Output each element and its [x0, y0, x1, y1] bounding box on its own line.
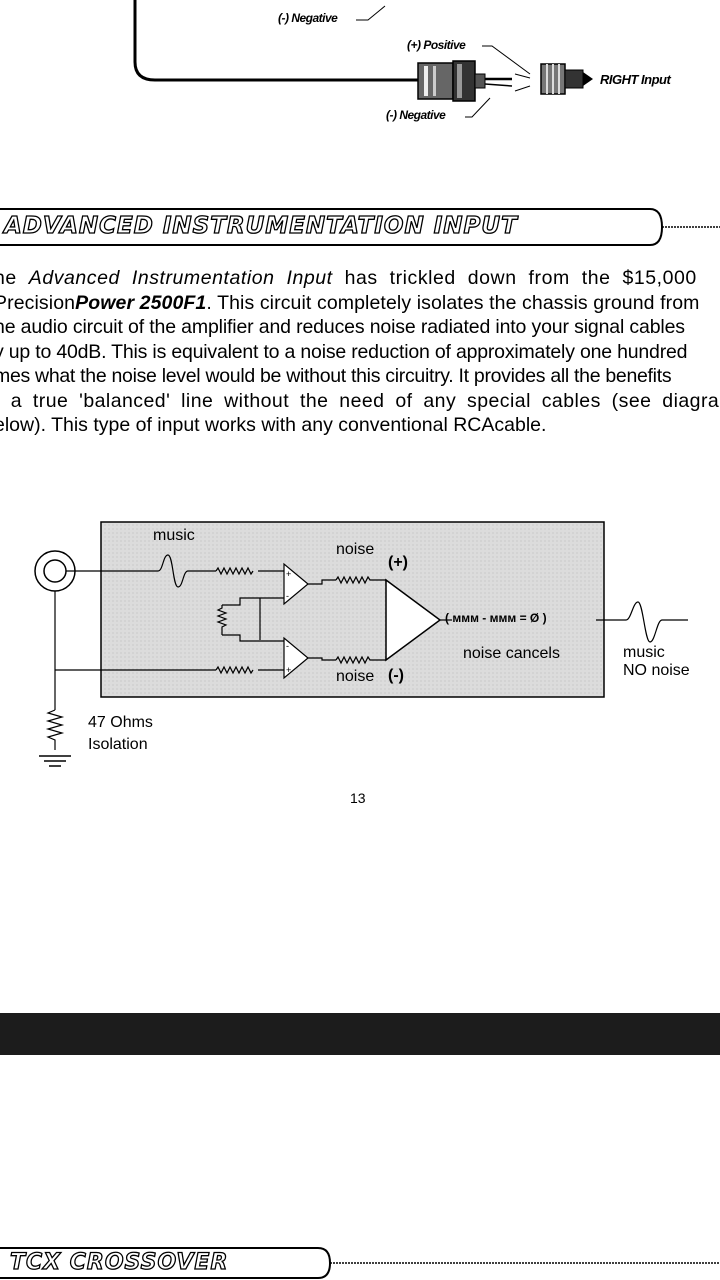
page-separator: [0, 1013, 720, 1055]
noise-minus-label: noise: [336, 668, 375, 685]
music-signal-line: [66, 554, 216, 588]
resistor-bottom-icon: [215, 665, 254, 675]
right-input-label: RIGHT Input: [600, 72, 671, 87]
output-no-noise-label: NO noise: [623, 662, 690, 679]
negative-top-label: (-) Negative: [278, 11, 338, 25]
rca-plug-icon: [417, 60, 531, 102]
resistor-note-label: Isolation: [88, 736, 148, 753]
opamp-top-icon: [283, 562, 309, 606]
isolation-resistor-icon: [45, 709, 65, 750]
resistor-top-icon: [215, 566, 254, 576]
resistor-value-label: 47 Ohms: [88, 714, 153, 731]
cable-wire: [133, 0, 418, 82]
rca-cable-diagram: [133, 0, 593, 118]
output-music-wave: [625, 601, 688, 643]
cancel-equation: ( ᴍᴍᴍ - ᴍᴍᴍ = Ø ): [445, 611, 547, 625]
body-paragraph: he Advanced Instrumentation Input has tr…: [0, 266, 720, 438]
next-section-banner: [0, 1247, 720, 1279]
music-input-label: music: [153, 527, 195, 544]
paragraph-line: he Advanced Instrumentation Input has tr…: [0, 267, 697, 289]
section-title: ADVANCED INSTRUMENTATION INPUT: [3, 213, 518, 239]
noise-wave-top: [335, 575, 387, 585]
differential-amp-icon: [385, 578, 442, 662]
opamp-bottom-icon: [283, 636, 309, 680]
page-number: 13: [350, 790, 366, 806]
resistor-gain-icon: [216, 605, 228, 635]
output-music-label: music: [623, 644, 665, 661]
next-section-title: TCX CROSSOVER: [9, 1250, 229, 1275]
noise-wave-bottom: [335, 655, 387, 665]
leader-negative-bottom: [465, 97, 491, 118]
plus-sign-label: (+): [388, 554, 408, 571]
svg-text:-: -: [286, 641, 289, 651]
paragraph-line: elow). This type of input works with any…: [0, 414, 547, 436]
svg-text:+: +: [286, 569, 291, 579]
isolation-circuit-diagram: + - - +: [34, 521, 688, 767]
negative-bottom-label: (-) Negative: [386, 108, 446, 122]
paragraph-line: f a true 'balanced' line without the nee…: [0, 389, 720, 412]
paragraph-line: mes what the noise level would be withou…: [0, 365, 672, 387]
paragraph-line: he audio circuit of the amplifier and re…: [0, 316, 685, 338]
section-header-banner: [0, 208, 720, 246]
paragraph-line: y up to 40dB. This is equivalent to a no…: [0, 340, 688, 363]
noise-plus-label: noise: [336, 541, 375, 558]
noise-cancels-label: noise cancels: [463, 645, 560, 662]
paragraph-line: PrecisionPower 2500F1. This circuit comp…: [0, 291, 700, 314]
ground-icon: [39, 755, 71, 767]
svg-text:-: -: [286, 591, 289, 601]
leader-negative-top: [356, 5, 386, 21]
svg-text:+: +: [286, 665, 291, 675]
leader-positive: [482, 45, 531, 75]
amplifier-box: [100, 521, 605, 698]
minus-sign-label: (-): [388, 667, 404, 684]
rca-jack-icon: [540, 63, 593, 95]
positive-label: (+) Positive: [407, 38, 466, 52]
